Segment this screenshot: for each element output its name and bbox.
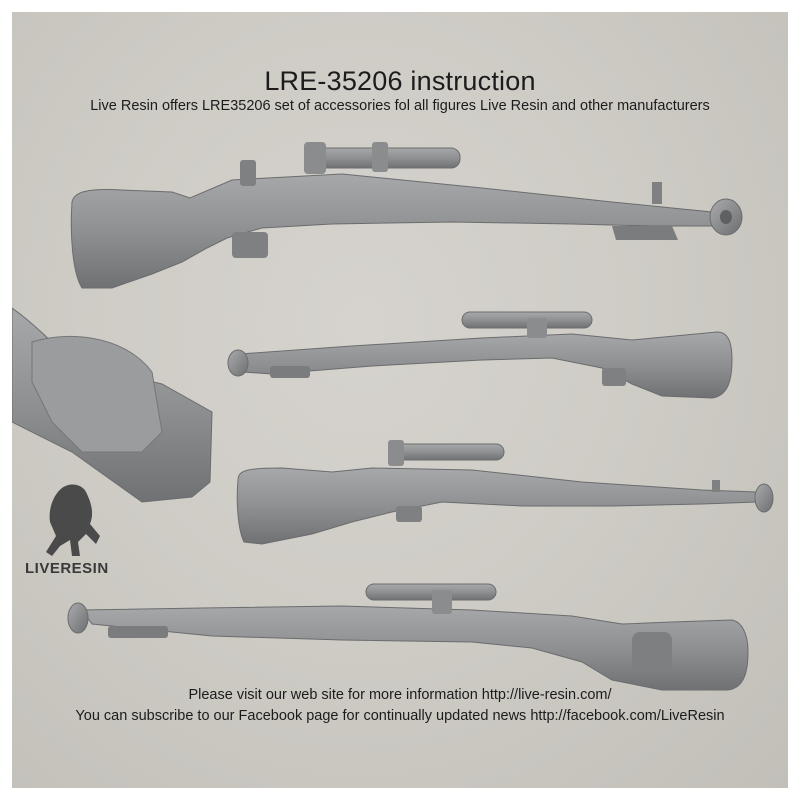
rifle-render-3 <box>236 440 774 545</box>
website-link[interactable]: http://live-resin.com/ <box>481 687 612 703</box>
product-image: LIVERESIN LRE-35206 instruction Live Res… <box>12 12 788 788</box>
facebook-text: You can subscribe to our Facebook page f… <box>75 708 531 724</box>
rifle-render-4 <box>67 583 749 691</box>
liveresin-logo-figure <box>46 484 100 556</box>
rifle-render-2 <box>227 311 733 399</box>
rifle-renders <box>12 142 774 691</box>
page-title: LRE-35206 instruction <box>264 66 536 96</box>
liveresin-logo-text: LIVERESIN <box>25 560 109 577</box>
page-subtitle: Live Resin offers LRE35206 set of access… <box>90 98 710 114</box>
rifle-render-1 <box>70 142 743 289</box>
stock-closeup-render <box>12 307 213 503</box>
footer-line-facebook: You can subscribe to our Facebook page f… <box>12 708 788 724</box>
footer-line-website: Please visit our web site for more infor… <box>12 687 788 703</box>
website-text: Please visit our web site for more infor… <box>188 687 482 703</box>
facebook-link[interactable]: http://facebook.com/LiveResin <box>530 708 725 724</box>
